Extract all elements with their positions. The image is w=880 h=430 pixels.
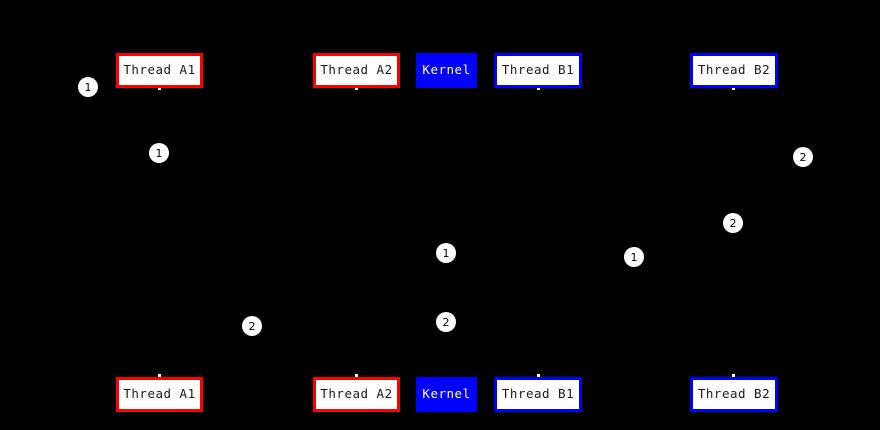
participant-label: Thread A2 [320, 386, 393, 402]
lifeline-stub-thread-a1-top [158, 87, 161, 90]
participant-footer-thread-b2[interactable]: Thread B2 [690, 377, 778, 412]
lifeline-stub-thread-a1-bottom [158, 374, 161, 377]
lifeline-stub-thread-b1-bottom [537, 374, 540, 377]
participant-header-thread-a2[interactable]: Thread A2 [313, 53, 400, 88]
participant-label: Thread A2 [320, 62, 393, 78]
participant-label: Thread B1 [501, 62, 575, 78]
participant-label: Kernel [422, 386, 471, 402]
participant-header-kernel[interactable]: Kernel [416, 53, 477, 88]
lifeline-thread-a2 [356, 88, 357, 377]
lifeline-stub-thread-a2-top [355, 87, 358, 90]
participant-label: Thread A1 [123, 386, 196, 402]
sequence-bullet-label: 2 [442, 315, 450, 329]
sequence-bullet-label: 1 [442, 246, 450, 260]
sequence-bullet-label: 2 [799, 150, 807, 164]
lifeline-kernel [446, 88, 447, 377]
message-arrow-2 [733, 157, 773, 158]
sequence-bullet: 1 [78, 77, 98, 97]
sequence-bullet: 1 [436, 243, 456, 263]
sequence-bullet: 1 [624, 247, 644, 267]
participant-label: Kernel [422, 62, 471, 78]
lifeline-thread-b1 [538, 88, 539, 377]
participant-label: Thread B2 [697, 386, 771, 402]
sequence-bullet-label: 2 [248, 319, 256, 333]
participant-header-thread-a1[interactable]: Thread A1 [116, 53, 203, 88]
lifeline-thread-a1 [159, 88, 160, 377]
participant-label: Thread B1 [501, 386, 575, 402]
participant-label: Thread A1 [123, 62, 196, 78]
sequence-bullet-label: 1 [84, 80, 92, 94]
participant-footer-thread-a2[interactable]: Thread A2 [313, 377, 400, 412]
lifeline-stub-thread-b2-bottom [732, 374, 735, 377]
sequence-bullet: 2 [436, 312, 456, 332]
message-arrow-4 [446, 253, 538, 254]
sequence-bullet: 1 [149, 143, 169, 163]
participant-label: Thread B2 [697, 62, 771, 78]
participant-footer-thread-a1[interactable]: Thread A1 [116, 377, 203, 412]
lifeline-stub-thread-b1-top [537, 87, 540, 90]
sequence-bullet-label: 1 [630, 250, 638, 264]
sequence-bullet-label: 1 [155, 146, 163, 160]
lifeline-stub-thread-b2-top [732, 87, 735, 90]
message-arrow-3 [733, 223, 773, 224]
participant-header-thread-b1[interactable]: Thread B1 [494, 53, 582, 88]
message-arrow-1 [159, 153, 199, 154]
lifeline-stub-thread-a2-bottom [355, 374, 358, 377]
sequence-bullet: 2 [242, 316, 262, 336]
sequence-bullet: 2 [723, 213, 743, 233]
participant-footer-kernel[interactable]: Kernel [416, 377, 477, 412]
participant-header-thread-b2[interactable]: Thread B2 [690, 53, 778, 88]
sequence-bullet-label: 2 [729, 216, 737, 230]
participant-footer-thread-b1[interactable]: Thread B1 [494, 377, 582, 412]
sequence-bullet: 2 [793, 147, 813, 167]
